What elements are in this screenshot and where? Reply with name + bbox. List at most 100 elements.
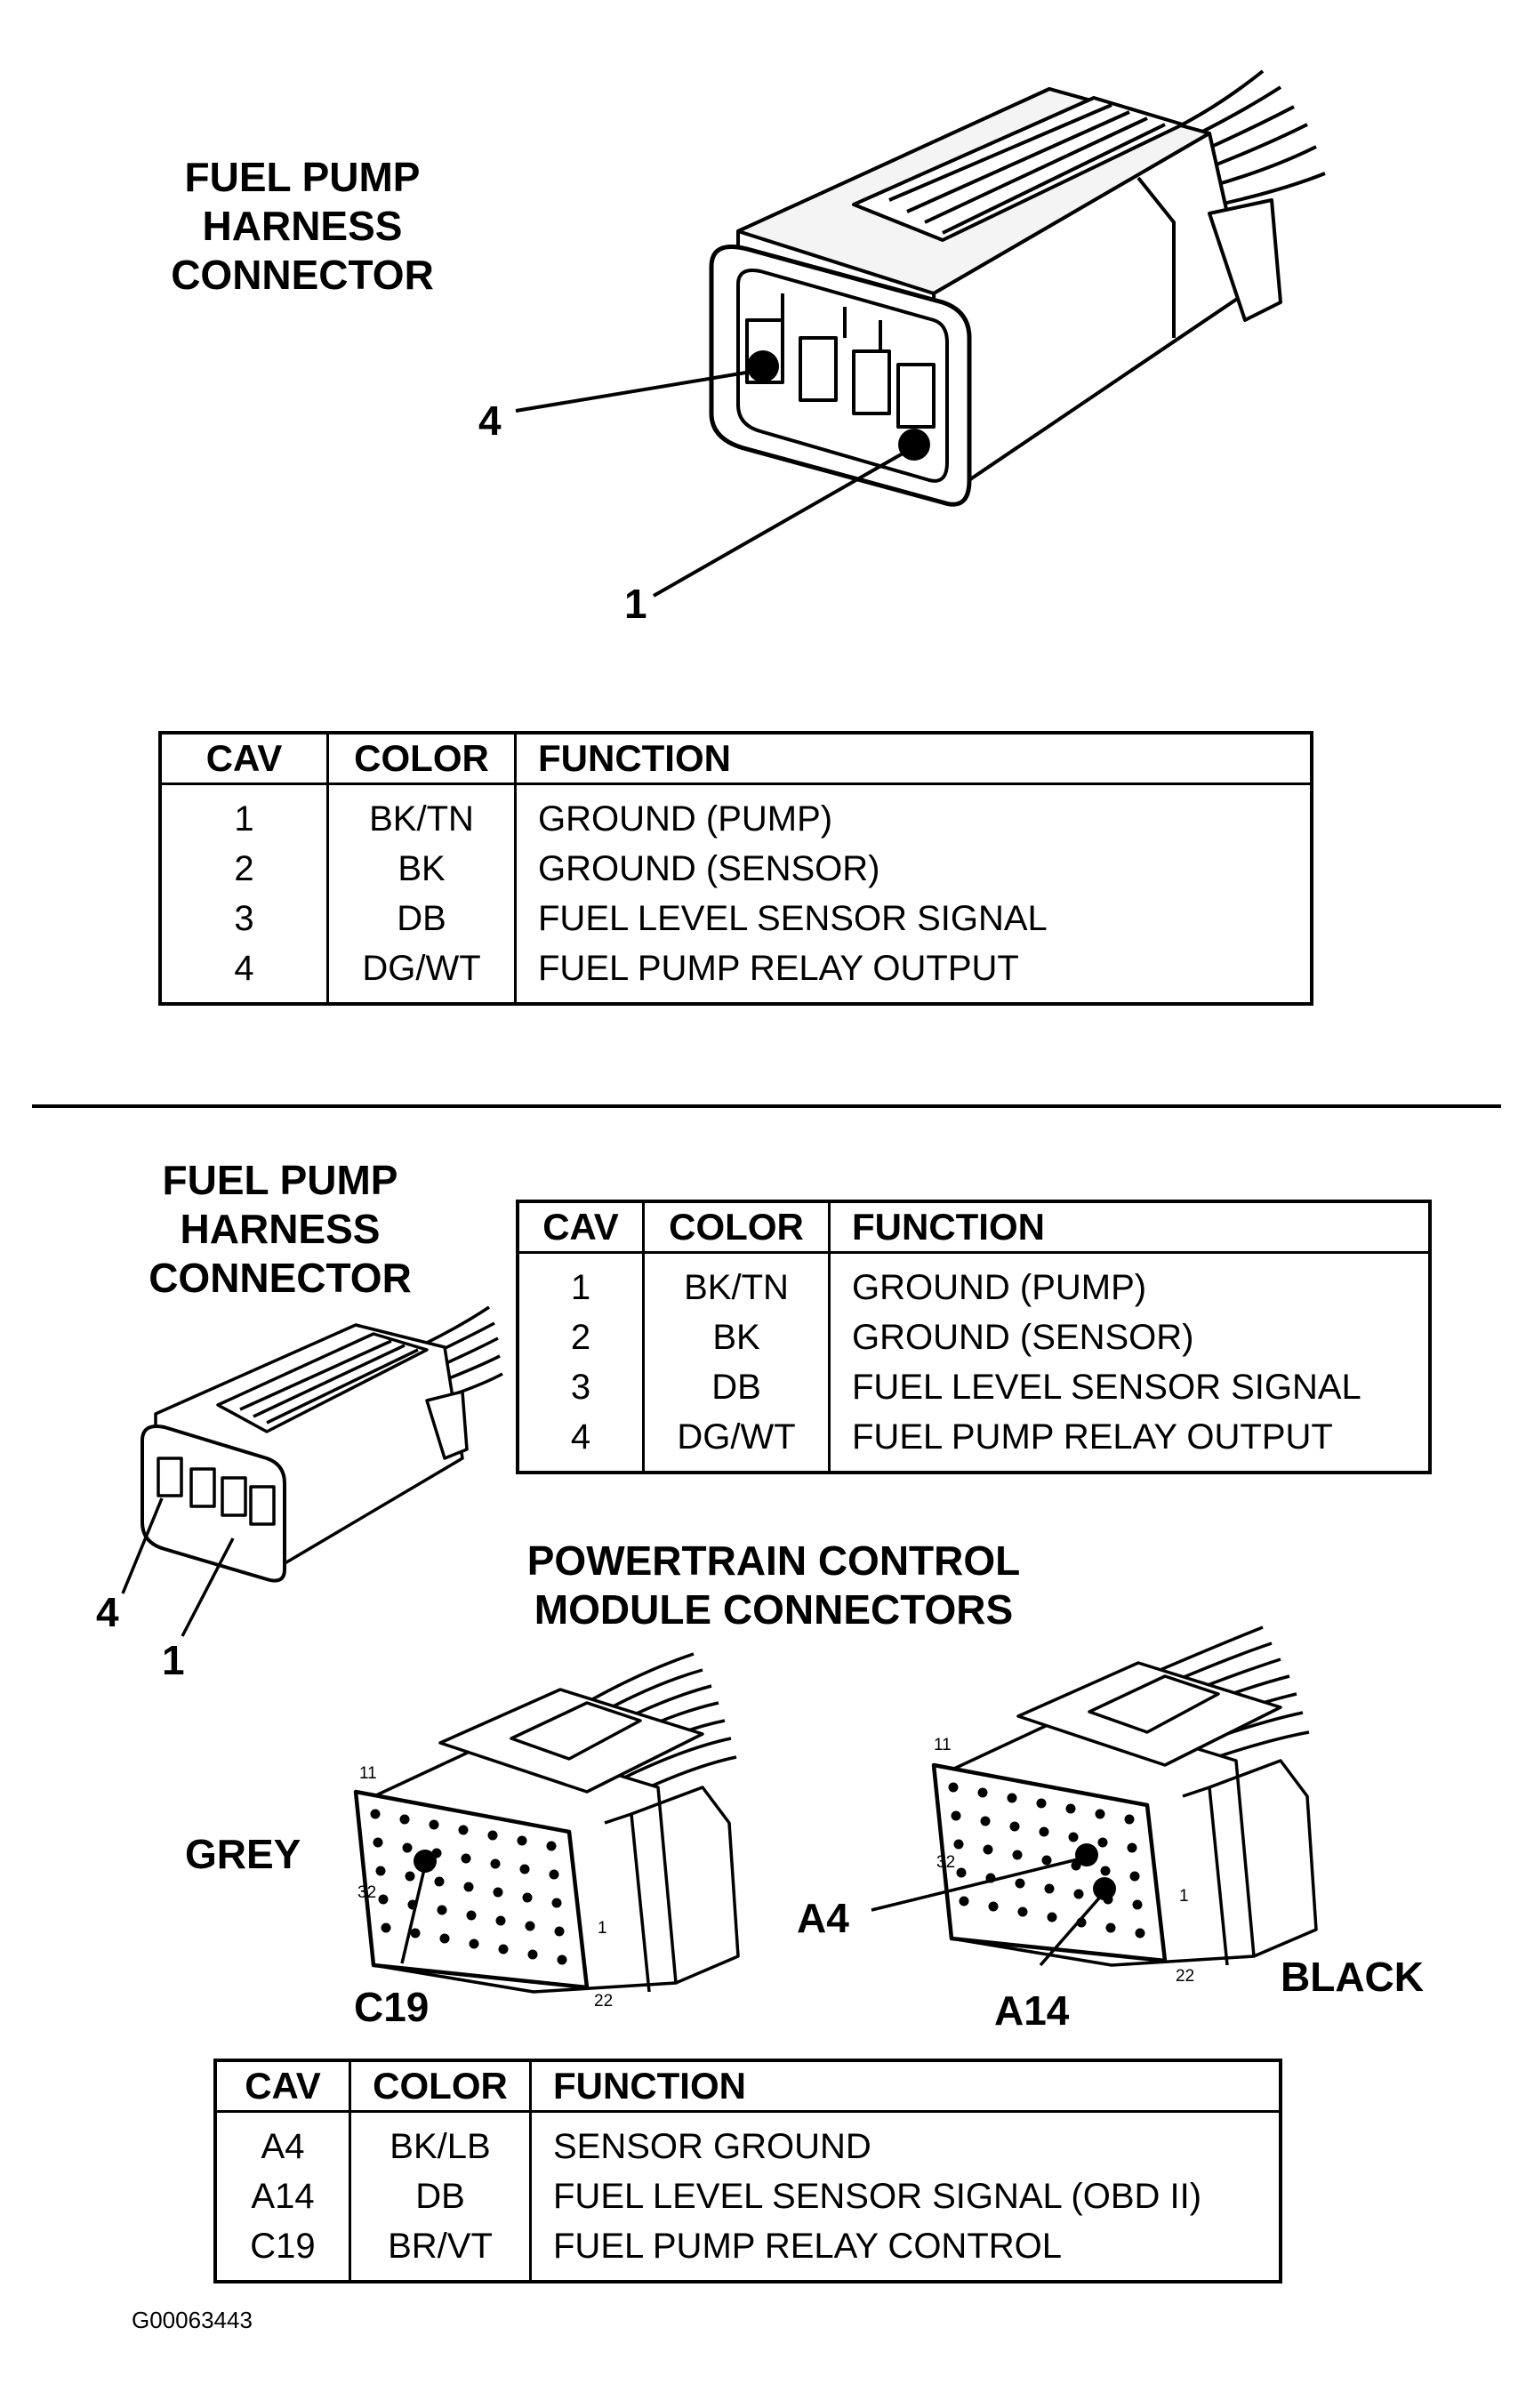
black-pin-32: 32	[936, 1853, 956, 1872]
pin-hole	[1017, 1906, 1028, 1917]
pin-hole	[373, 1837, 383, 1848]
top-cavity-table: CAV COLOR FUNCTION 1 BK/TN GROUND (PUMP)…	[158, 731, 1313, 1006]
grey-connector-label: GREY	[185, 1831, 301, 1877]
top-connector-drawing	[515, 69, 1326, 598]
table-row: 4 DG/WT FUEL PUMP RELAY OUTPUT	[160, 943, 1312, 1004]
pin-hole	[519, 1864, 530, 1874]
pin-hole	[959, 1896, 969, 1906]
pin-hole	[1129, 1871, 1140, 1882]
pin-hole	[549, 1869, 559, 1880]
title-line: FUEL PUMP	[184, 154, 421, 200]
cell-color: DG/WT	[327, 943, 517, 1004]
cell-color: DG/WT	[643, 1412, 831, 1473]
pin-hole	[1135, 1928, 1145, 1938]
pin-hole	[1095, 1809, 1105, 1819]
pin-hole	[1015, 1878, 1025, 1889]
cell-function: FUEL PUMP RELAY OUTPUT	[852, 1417, 1333, 1457]
cell-function: FUEL LEVEL SENSOR SIGNAL	[538, 898, 1048, 938]
table-row: 3 DB FUEL LEVEL SENSOR SIGNAL	[518, 1362, 1430, 1412]
cell-function: FUEL PUMP RELAY CONTROL	[553, 2226, 1062, 2266]
pin-hole	[525, 1921, 535, 1931]
table-row: 3 DB FUEL LEVEL SENSOR SIGNAL	[160, 894, 1312, 943]
pcm-title: POWERTRAIN CONTROL MODULE CONNECTORS	[507, 1537, 1040, 1634]
pin-hole	[951, 1810, 961, 1821]
cell-color: DB	[327, 894, 517, 943]
cell-color: BR/VT	[349, 2221, 532, 2282]
cell-color: BK/LB	[349, 2111, 532, 2171]
bottom-connector-title: FUEL PUMP HARNESS CONNECTOR	[116, 1156, 445, 1303]
header-color: COLOR	[327, 733, 517, 785]
pin-hole	[1009, 1821, 1020, 1832]
pin-hole	[493, 1887, 503, 1898]
cell-cav: A4	[215, 2111, 351, 2171]
top-callout-4: 4	[478, 397, 502, 444]
pin-hole	[429, 1819, 439, 1830]
pin-hole	[1097, 1837, 1108, 1848]
title-line: FUEL PUMP	[162, 1157, 398, 1203]
pin-hole	[1047, 1912, 1057, 1922]
figure-id: G00063443	[132, 2307, 253, 2333]
cell-cav: 4	[160, 943, 329, 1004]
pin-hole	[461, 1853, 471, 1864]
pin-hole	[988, 1901, 999, 1912]
title-line: MODULE CONNECTORS	[534, 1586, 1014, 1633]
cell-function: GROUND (SENSOR)	[852, 1317, 1194, 1357]
pin-hole	[378, 1894, 389, 1905]
cell-function: GROUND (PUMP)	[538, 799, 833, 839]
grey-pin-11: 11	[359, 1764, 377, 1783]
header-function: FUNCTION	[530, 2060, 1281, 2113]
pin-hole	[551, 1898, 562, 1908]
cell-color: BK/TN	[327, 783, 517, 844]
black-connector-label: BLACK	[1281, 1954, 1424, 2000]
pin-hole	[953, 1839, 964, 1850]
pin-hole	[498, 1944, 509, 1954]
pin-hole	[439, 1933, 450, 1944]
cell-cav: C19	[215, 2221, 351, 2282]
cell-function: GROUND (SENSOR)	[538, 848, 880, 888]
pin-hole	[1124, 1814, 1135, 1825]
pin-hole	[1132, 1899, 1143, 1910]
cell-function: GROUND (PUMP)	[852, 1267, 1147, 1307]
table-row: 4 DG/WT FUEL PUMP RELAY OUTPUT	[518, 1412, 1430, 1473]
pin-hole	[1041, 1855, 1052, 1866]
pin-hole	[557, 1954, 567, 1965]
table-row: 2 BK GROUND (SENSOR)	[518, 1312, 1430, 1362]
table-header-row: CAV COLOR FUNCTION	[160, 733, 1312, 785]
pin-hole	[1073, 1889, 1084, 1899]
pin-hole	[1068, 1832, 1079, 1842]
cell-function: FUEL LEVEL SENSOR SIGNAL	[852, 1367, 1361, 1407]
top-connector-title: FUEL PUMP HARNESS CONNECTOR	[142, 153, 462, 300]
grey-pin-32: 32	[357, 1883, 377, 1902]
pin-hole	[399, 1814, 410, 1825]
bottom-callout-4: 4	[96, 1589, 119, 1635]
cell-cav: 3	[518, 1362, 645, 1412]
cell-function: SENSOR GROUND	[553, 2126, 871, 2166]
cell-color: DB	[349, 2171, 532, 2221]
section-divider	[32, 1104, 1501, 1108]
pin-hole	[554, 1926, 565, 1937]
pin-hole	[948, 1782, 959, 1793]
cell-color: BK	[643, 1312, 831, 1362]
table-row: 1 BK/TN GROUND (PUMP)	[518, 1252, 1430, 1312]
header-function: FUNCTION	[515, 733, 1312, 785]
table-row: 1 BK/TN GROUND (PUMP)	[160, 783, 1312, 844]
title-line: HARNESS	[180, 1206, 381, 1252]
pin-hole	[980, 1816, 991, 1826]
pin-hole	[458, 1825, 469, 1835]
pin-hole	[1044, 1883, 1055, 1894]
callout-c19: C19	[354, 1984, 430, 2030]
pin-hole	[983, 1844, 993, 1855]
title-line: CONNECTOR	[149, 1255, 412, 1301]
pin-hole	[469, 1938, 479, 1949]
pin-hole	[405, 1871, 415, 1882]
pin-hole	[381, 1922, 391, 1933]
pin-hole	[546, 1841, 557, 1851]
callout-a14: A14	[994, 1987, 1070, 2034]
pin-hole	[1105, 1922, 1116, 1933]
bottom-callout-1: 1	[162, 1637, 185, 1683]
pin-hole	[1012, 1850, 1023, 1860]
table-row: 2 BK GROUND (SENSOR)	[160, 844, 1312, 894]
pin-hole	[490, 1858, 501, 1869]
black-pin-22: 22	[1176, 1967, 1195, 1986]
